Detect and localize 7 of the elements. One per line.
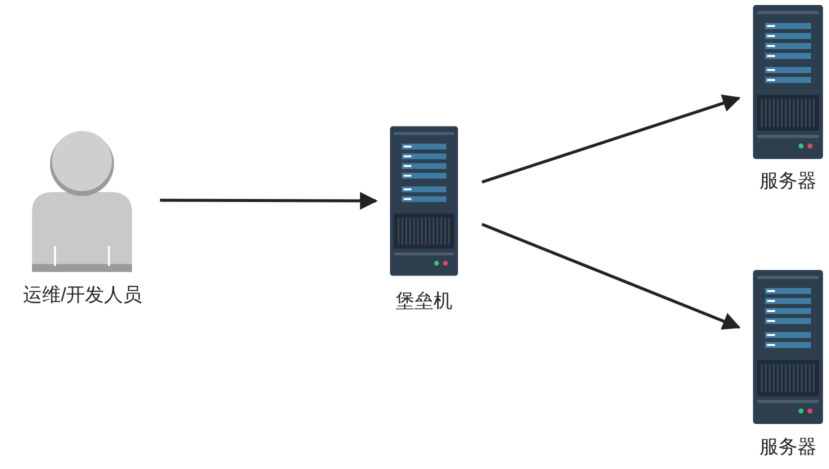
arrow [160, 192, 378, 210]
node-label: 运维/开发人员 [22, 284, 142, 308]
arrow [482, 94, 741, 184]
arrow [481, 222, 741, 330]
node-label: 服务器 [760, 170, 816, 194]
node-label: 堡垒机 [396, 290, 452, 314]
node-label: 服务器 [760, 436, 816, 460]
